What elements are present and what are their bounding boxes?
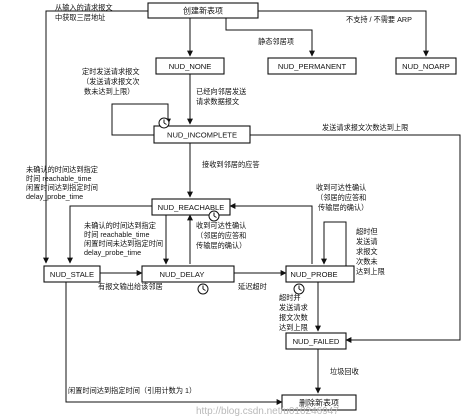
label-max-sent: 发送请求报文次数达到上限 xyxy=(322,123,408,132)
label-conf-delay: 收到可达性确认 xyxy=(196,221,246,230)
label-from-input-2: 中获取三层地址 xyxy=(55,13,105,22)
label-timer-send: 定时发送请求报文 xyxy=(82,67,140,76)
label-timeout-5: 达到上限 xyxy=(356,267,385,276)
timer-clock-icon xyxy=(293,283,305,295)
state-incomplete-label: NUD_INCOMPLETE xyxy=(167,130,237,139)
label-has-output: 有报文输出给该邻居 xyxy=(98,282,163,291)
label-sent-req-2: 请求数据报文 xyxy=(196,97,239,106)
label-conf-delay-2: （邻居的应答和 xyxy=(196,231,246,240)
state-reachable: NUD_REACHABLE xyxy=(151,198,231,216)
edge-probe-self-loop xyxy=(321,221,347,267)
state-delay-label: NUD_DELAY xyxy=(159,270,204,279)
label-timer-send-2: （发送请求报文次 xyxy=(82,77,140,86)
state-reachable-label: NUD_REACHABLE xyxy=(158,203,225,212)
label-idle-gc: 闲置时间达到指定时间（引用计数为 1） xyxy=(68,386,196,395)
state-incomplete: NUD_INCOMPLETE xyxy=(153,125,251,144)
state-failed: NUD_FAILED xyxy=(285,332,347,350)
label-conf-delay-3: 传输层的确认） xyxy=(196,241,246,250)
label-timeout-max: 超时并 xyxy=(279,293,301,302)
state-create: 创建新表项 xyxy=(147,2,259,19)
state-stale-label: NUD_STALE xyxy=(50,270,94,279)
timer-clock-icon xyxy=(197,283,209,295)
edge-create-to-stale xyxy=(43,10,148,264)
label-unconf-delay-3: 闲置时间未达到指定时间 xyxy=(84,239,163,248)
label-got-reply: 接收到邻居的应答 xyxy=(202,160,260,169)
state-permanent-label: NUD_PERMANENT xyxy=(278,62,347,71)
edge-create-to-permanent xyxy=(225,18,315,57)
label-sent-req: 已经向邻居发送 xyxy=(196,87,246,96)
state-probe: NUD_PROBE xyxy=(285,265,355,283)
edge-stale-to-delete xyxy=(65,282,283,405)
state-stale: NUD_STALE xyxy=(43,265,101,283)
state-noarp-label: NUD_NOARP xyxy=(402,62,450,71)
state-delete-label: 删除新表项 xyxy=(299,398,339,408)
label-timeout-max-3: 报文次数 xyxy=(279,313,308,322)
label-unconf-delay-4: delay_probe_time xyxy=(84,248,141,257)
state-create-label: 创建新表项 xyxy=(183,6,223,16)
label-unconfirmed-2: 时间 reachable_time xyxy=(26,174,92,183)
state-delay: NUD_DELAY xyxy=(141,265,235,283)
label-gc: 垃圾回收 xyxy=(330,367,359,376)
label-conf-probe: 收到可达性确认 xyxy=(316,183,366,192)
label-timeout-4: 次数未 xyxy=(356,257,378,266)
label-conf-probe-2: （邻居的应答和 xyxy=(316,193,366,202)
state-none: NUD_NONE xyxy=(155,57,225,75)
watermark-text: http://blog.csdn.net/u010246947 xyxy=(196,406,339,417)
label-unconfirmed: 未确认的时间达到指定 xyxy=(26,165,98,174)
state-permanent: NUD_PERMANENT xyxy=(267,57,357,75)
label-unconfirmed-3: 闲置时间达到指定时间 xyxy=(26,183,98,192)
label-delay-timeout: 延迟超时 xyxy=(238,282,267,291)
label-timer-send-3: 数未达到上限） xyxy=(84,87,134,96)
label-from-input: 从输入的请求报文 xyxy=(55,3,113,12)
edges xyxy=(43,10,461,405)
timer-clock-icon xyxy=(158,117,170,129)
label-timeout-max-4: 达到上限 xyxy=(279,323,308,332)
timer-clock-icon xyxy=(208,210,220,222)
edge-incomplete-to-failed xyxy=(250,134,461,343)
state-delete: 删除新表项 xyxy=(281,394,357,411)
edge-create-to-noarp xyxy=(258,10,429,57)
label-static-neigh: 静态邻居项 xyxy=(258,37,294,46)
label-timeout-max-2: 发送请求 xyxy=(279,303,308,312)
edge-reachable-to-stale xyxy=(67,205,152,264)
label-timeout-3: 求报文 xyxy=(356,247,378,256)
edge-probe-to-reachable xyxy=(229,203,313,264)
label-timeout: 超时但 xyxy=(356,227,378,236)
edge-incomplete-self-loop xyxy=(111,103,171,136)
label-timeout-2: 发送请 xyxy=(356,237,378,246)
state-probe-label: NUD_PROBE xyxy=(290,270,337,279)
label-conf-probe-3: 传输层的确认） xyxy=(318,203,368,212)
edge-labels: 从输入的请求报文 中获取三层地址 不支持 / 不需要 ARP 静态邻居项 定时发… xyxy=(26,3,412,395)
state-none-label: NUD_NONE xyxy=(169,62,212,71)
label-unconf-delay: 未确认的时间达到指定 xyxy=(84,221,156,230)
state-failed-label: NUD_FAILED xyxy=(293,337,340,346)
label-unconf-delay-2: 时间 reachable_time xyxy=(84,230,150,239)
label-unconfirmed-4: delay_probe_time xyxy=(26,192,83,201)
label-no-arp: 不支持 / 不需要 ARP xyxy=(346,15,412,24)
state-noarp: NUD_NOARP xyxy=(395,57,457,75)
